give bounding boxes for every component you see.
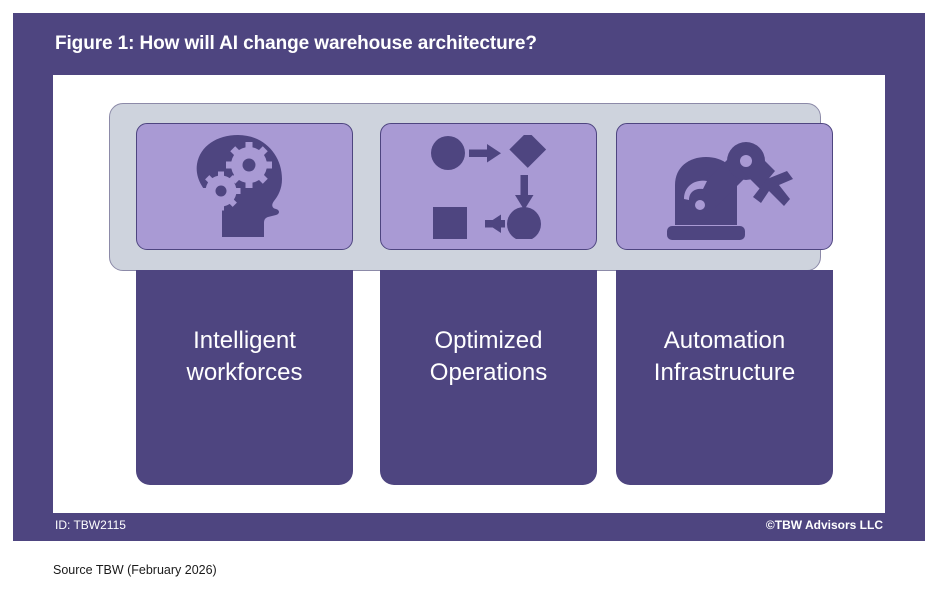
copyright-label: ©TBW Advisors LLC (765, 518, 883, 532)
workflow-diagram-icon (429, 134, 549, 239)
figure-frame: Figure 1: How will AI change warehouse a… (13, 13, 925, 541)
figure-id-label: ID: TBW2115 (55, 518, 126, 532)
icon-tile-1[interactable] (136, 123, 353, 250)
icon-tile-2[interactable] (380, 123, 597, 250)
column-label-3: Automation Infrastructure (616, 270, 833, 485)
column-label-1: Intelligent workforces (136, 270, 353, 485)
figure-canvas: Intelligent workforces (53, 75, 885, 513)
source-note: Source TBW (February 2026) (53, 563, 217, 577)
icon-tile-3[interactable] (616, 123, 833, 250)
brain-gears-icon (192, 133, 298, 241)
figure-title: Figure 1: How will AI change warehouse a… (55, 33, 537, 54)
column-label-2: Optimized Operations (380, 270, 597, 485)
robot-arm-icon (655, 133, 795, 241)
